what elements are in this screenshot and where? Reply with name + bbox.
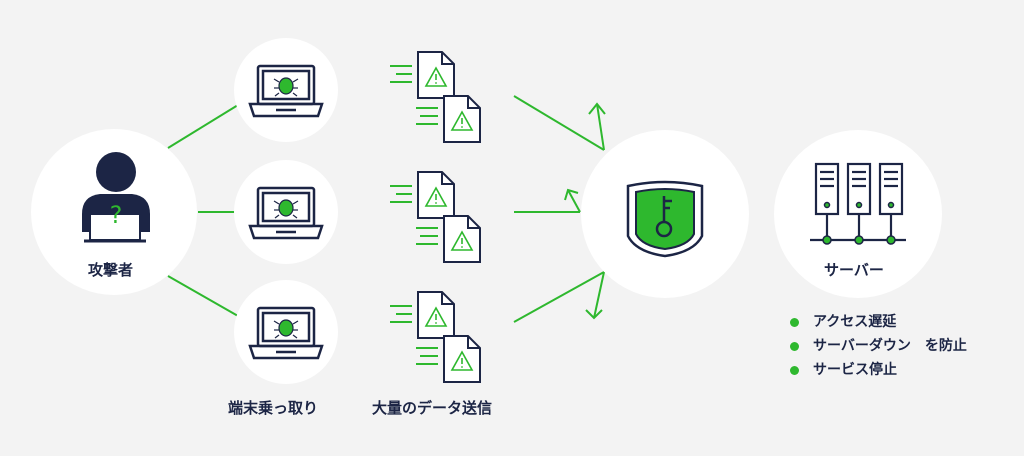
connector-line-top — [167, 104, 239, 149]
connector-line-bottom — [167, 275, 239, 317]
deflect-arrow-middle — [514, 188, 581, 213]
deflect-arrow-top — [513, 95, 606, 151]
warning-document-icon — [390, 292, 480, 382]
list-item: アクセス遅延 — [790, 310, 967, 334]
devices-label: 端末乗っ取り — [228, 399, 319, 417]
bullet-dot-icon — [790, 341, 799, 351]
attacker-label: 攻撃者 — [88, 261, 134, 279]
list-item-label: サービス停止 — [813, 362, 897, 378]
svg-text:?: ? — [110, 201, 123, 229]
bullet-dot-icon — [790, 365, 799, 375]
server-label: サーバー — [824, 261, 884, 279]
list-item-label: アクセス遅延 — [813, 314, 897, 330]
list-item: サーバーダウン を防止 — [790, 334, 967, 358]
person-unknown-icon: ? — [82, 152, 150, 243]
list-item-label: サーバーダウン を防止 — [813, 338, 967, 354]
shield-key-icon — [626, 180, 704, 258]
bug-icon — [273, 77, 299, 97]
data-label: 大量のデータ送信 — [372, 399, 493, 417]
bullet-dot-icon — [790, 317, 799, 327]
warning-document-icon — [390, 172, 480, 262]
warning-document-icon — [390, 52, 480, 142]
bug-icon — [273, 319, 299, 339]
bug-icon — [273, 199, 299, 219]
protection-list: アクセス遅延 サーバーダウン を防止 サービス停止 — [790, 310, 967, 382]
deflect-arrow-bottom — [513, 271, 605, 323]
list-item: サービス停止 — [790, 358, 967, 382]
